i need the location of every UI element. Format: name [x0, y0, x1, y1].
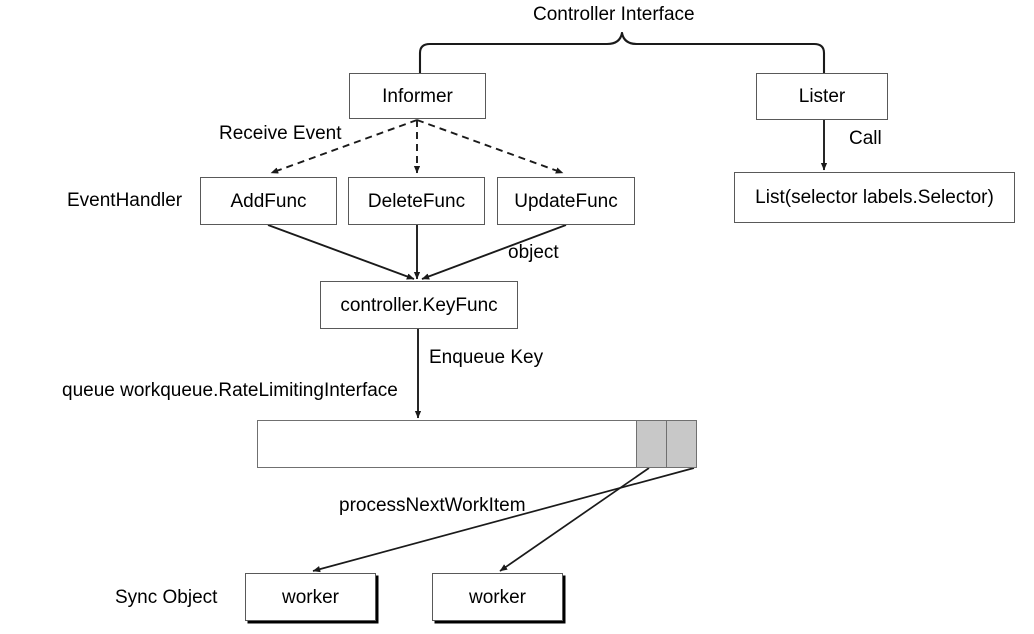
controller-interface-title: Controller Interface — [533, 4, 695, 25]
edge-informer-updatefunc — [416, 119, 564, 174]
work-queue-bar[interactable] — [257, 420, 697, 468]
node-update-func[interactable]: UpdateFunc — [497, 177, 635, 225]
queue-item-cell-1 — [636, 421, 666, 467]
edge-queue-worker-two — [499, 467, 650, 572]
node-list-selector[interactable]: List(selector labels.Selector) — [734, 172, 1015, 223]
node-worker-two[interactable]: worker — [432, 573, 563, 621]
edge-queue-worker-one — [312, 467, 695, 573]
queue-item-cell-2 — [666, 421, 696, 467]
edge-label-call: Call — [849, 128, 882, 149]
queue-to-workers-edges — [312, 467, 695, 573]
node-informer[interactable]: Informer — [349, 73, 486, 119]
controller-interface-brace — [418, 31, 826, 75]
edge-label-enqueue-key: Enqueue Key — [429, 347, 544, 368]
node-lister[interactable]: Lister — [756, 73, 888, 120]
group-label-event-handler: EventHandler — [67, 190, 183, 211]
queue-empty-region — [258, 421, 636, 467]
group-label-queue: queue workqueue.RateLimitingInterface — [62, 380, 398, 401]
edge-label-object: object — [508, 242, 559, 263]
edge-addfunc-keyfunc — [267, 224, 415, 280]
edge-label-process-next-work-item: processNextWorkItem — [339, 495, 526, 516]
group-label-sync-object: Sync Object — [115, 587, 218, 608]
node-delete-func[interactable]: DeleteFunc — [348, 177, 485, 225]
node-add-func[interactable]: AddFunc — [200, 177, 337, 225]
node-controller-keyfunc[interactable]: controller.KeyFunc — [320, 281, 518, 329]
node-worker-one[interactable]: worker — [245, 573, 376, 621]
edge-label-receive-event: Receive Event — [219, 123, 342, 144]
